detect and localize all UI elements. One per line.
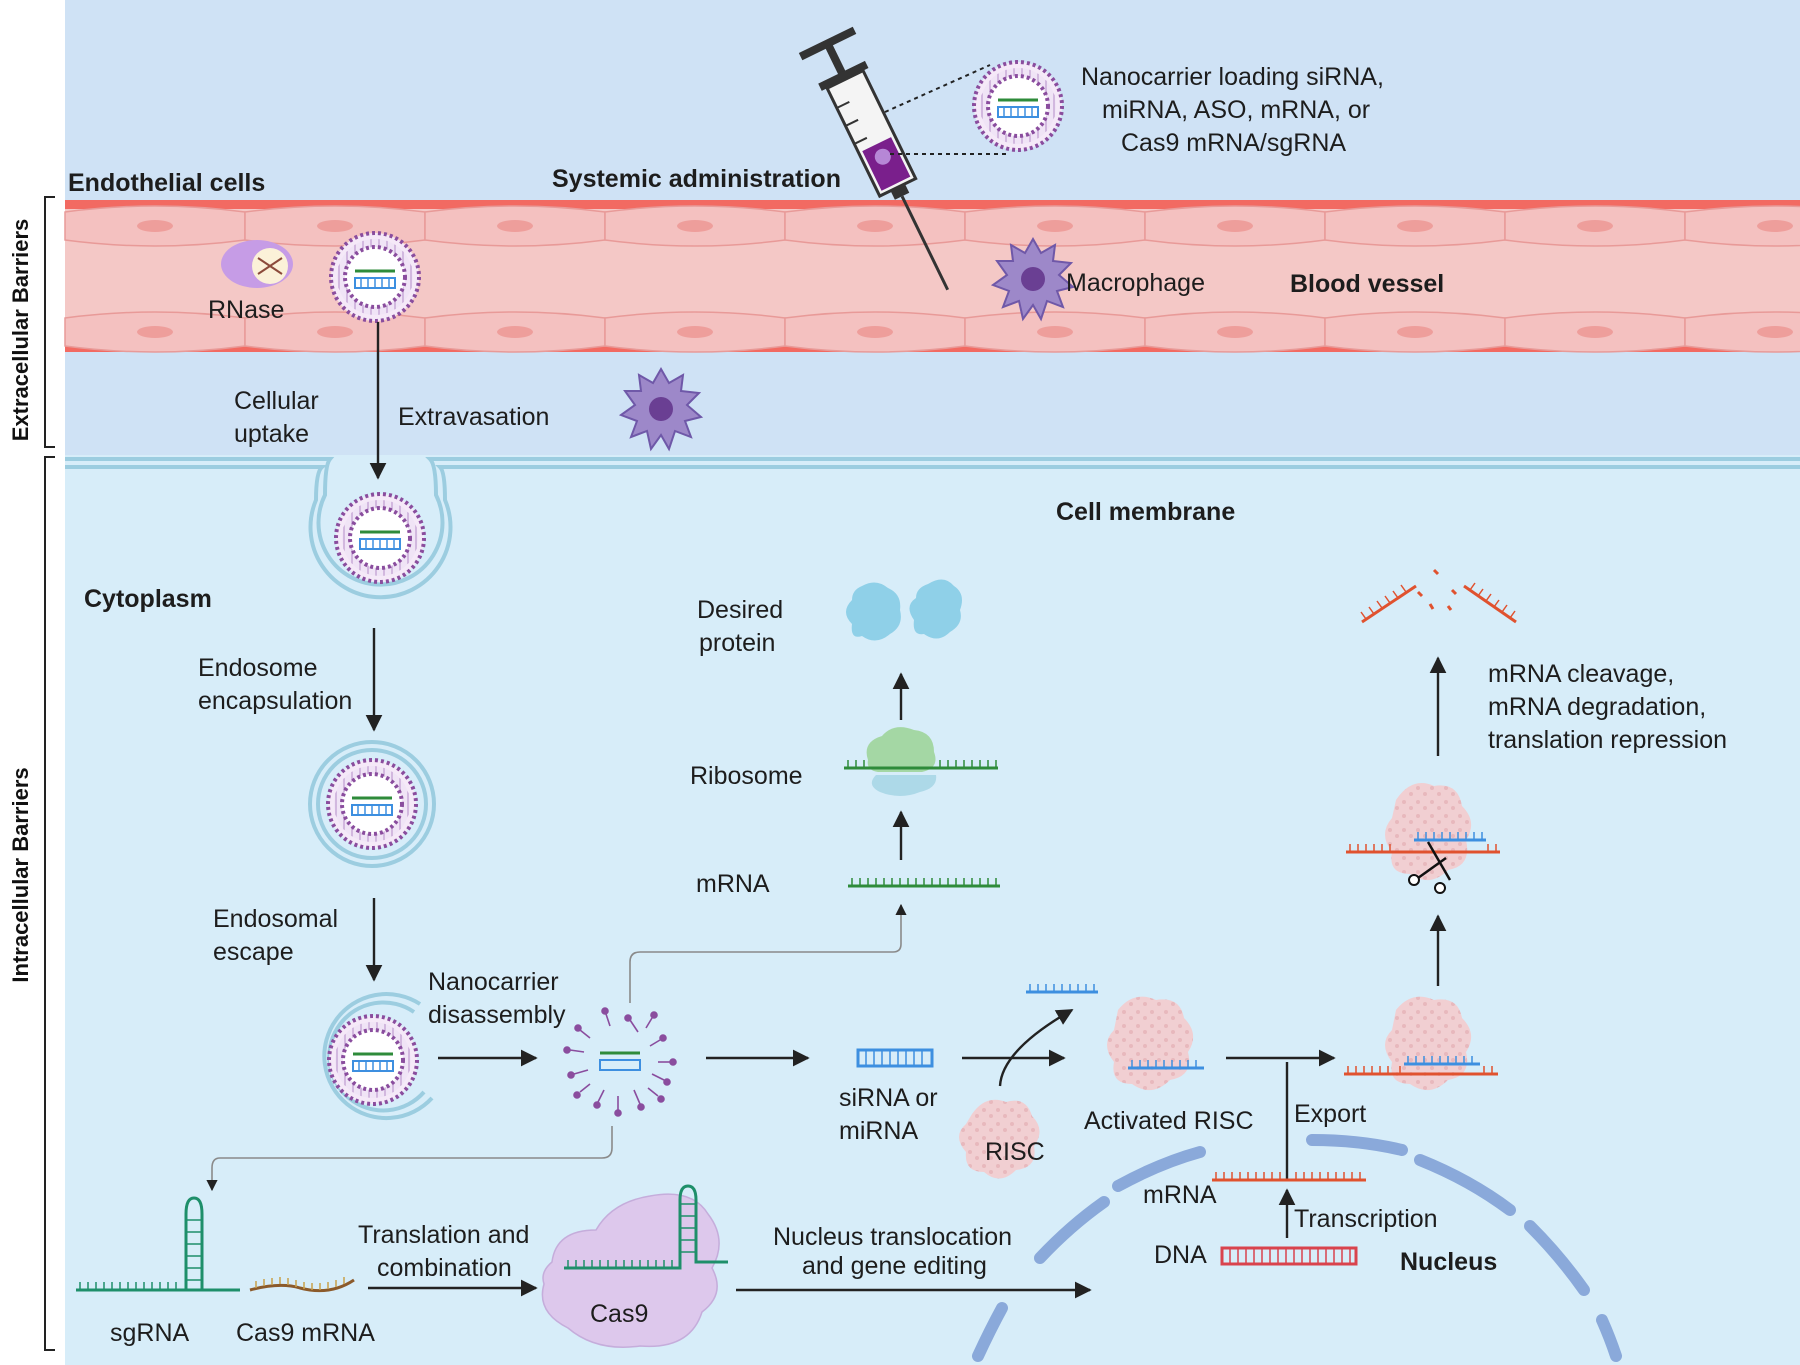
cas9-mrna-label: Cas9 mRNA [236,1319,375,1347]
systemic-administration-label: Systemic administration [552,165,841,193]
nanocarrier-desc-line3: Cas9 mRNA/sgRNA [1121,129,1346,157]
disassembly-line1: Nanocarrier [428,968,559,996]
sgrna-label: sgRNA [110,1319,190,1347]
translation-line1: Translation and [358,1221,529,1249]
endosomal-escape-line2: escape [213,938,294,966]
cell-membrane-label: Cell membrane [1056,498,1235,526]
endosome-icon [308,740,436,868]
nuclear-mrna [1212,1172,1366,1182]
risc-icon [959,1099,1040,1179]
dna-label: DNA [1154,1241,1207,1269]
endosomal-escape-line1: Endosomal [213,905,338,933]
extracellular-bracket [44,196,55,448]
disassembled-nanocarrier-icon [563,1007,677,1117]
nucleus-label: Nucleus [1400,1248,1497,1276]
cleavage-line2: mRNA degradation, [1488,693,1706,721]
macrophage-label: Macrophage [1066,269,1205,297]
endothelial-cells-label: Endothelial cells [68,169,265,197]
cas9-mrna-icon [249,1277,355,1293]
endothelial-cells-bottom [64,311,1800,353]
nucleus-envelope [972,1134,1622,1362]
intracellular-bracket [44,456,55,1351]
nanocarrier-in-vessel-icon [329,231,421,323]
to-sgrna-path [206,1126,613,1192]
cytoplasm-label: Cytoplasm [84,585,212,613]
desired-protein-line1: Desired [697,596,783,624]
export-label: Export [1294,1100,1366,1128]
extracellular-barriers-label: Extracellular Barriers [8,219,33,442]
sgrna-icon [76,1196,240,1292]
nanocarrier-desc-line2: miRNA, ASO, mRNA, or [1102,96,1370,124]
desired-protein-line2: protein [699,629,775,657]
mrna-nucleus-label: mRNA [1143,1181,1217,1209]
endothelial-cells-top [64,205,1800,247]
endosome-encapsulation-line2: encapsulation [198,687,352,715]
risc-target-complex-icon [1344,996,1498,1091]
risc-label: RISC [985,1138,1045,1166]
passenger-strand-arrow [998,1008,1074,1087]
zoom-dashed-lines [884,64,1010,155]
endosome-encapsulation-line1: Endosome [198,654,318,682]
extravasation-label: Extravasation [398,403,549,431]
cell-membrane [65,457,1800,600]
translation-line2: combination [377,1254,512,1282]
cleavage-line1: mRNA cleavage, [1488,660,1674,688]
mrna-cyto-label: mRNA [696,870,770,898]
nanocarrier-zoom-icon [972,60,1064,152]
protein-icon [846,579,962,641]
passenger-strand [1026,984,1098,994]
scissors-icon [1408,841,1452,894]
nucleus-translocation-line1: Nucleus translocation [773,1223,1012,1251]
ribosome-icon [844,727,998,796]
syringe-icon [798,26,950,291]
disassembly-line2: disassembly [428,1001,566,1029]
cleavage-line3: translation repression [1488,726,1727,754]
blood-vessel-label: Blood vessel [1290,270,1444,298]
mrna-strand [848,878,1000,888]
sirna-icon [856,1048,934,1068]
activated-risc-label: Activated RISC [1084,1107,1254,1135]
cellular-uptake-line2: uptake [234,420,309,448]
activated-risc-icon [1107,996,1204,1091]
cas9-complex-icon [541,1184,728,1348]
endosomal-escape-icon [322,992,434,1121]
nucleus-translocation-line2: and gene editing [802,1252,987,1280]
rnase-label: RNase [208,296,284,324]
cellular-uptake-line1: Cellular [234,387,319,415]
degraded-mrna-icon [1360,568,1517,624]
ribosome-label: Ribosome [690,762,803,790]
dna-icon [1220,1246,1358,1266]
cas9-label: Cas9 [590,1300,648,1328]
transcription-label: Transcription [1294,1205,1438,1233]
intracellular-barriers-label: Intracellular Barriers [8,767,33,982]
rnase-icon [221,240,293,288]
nanocarrier-uptake-icon [334,492,426,584]
sirna-line1: siRNA or [839,1084,938,1112]
sirna-line2: miRNA [839,1117,918,1145]
blood-vessel [64,200,1800,353]
nanocarrier-desc-line1: Nanocarrier loading siRNA, [1081,63,1384,91]
risc-cleavage-icon [1346,783,1500,881]
to-mrna-path [629,903,907,1003]
